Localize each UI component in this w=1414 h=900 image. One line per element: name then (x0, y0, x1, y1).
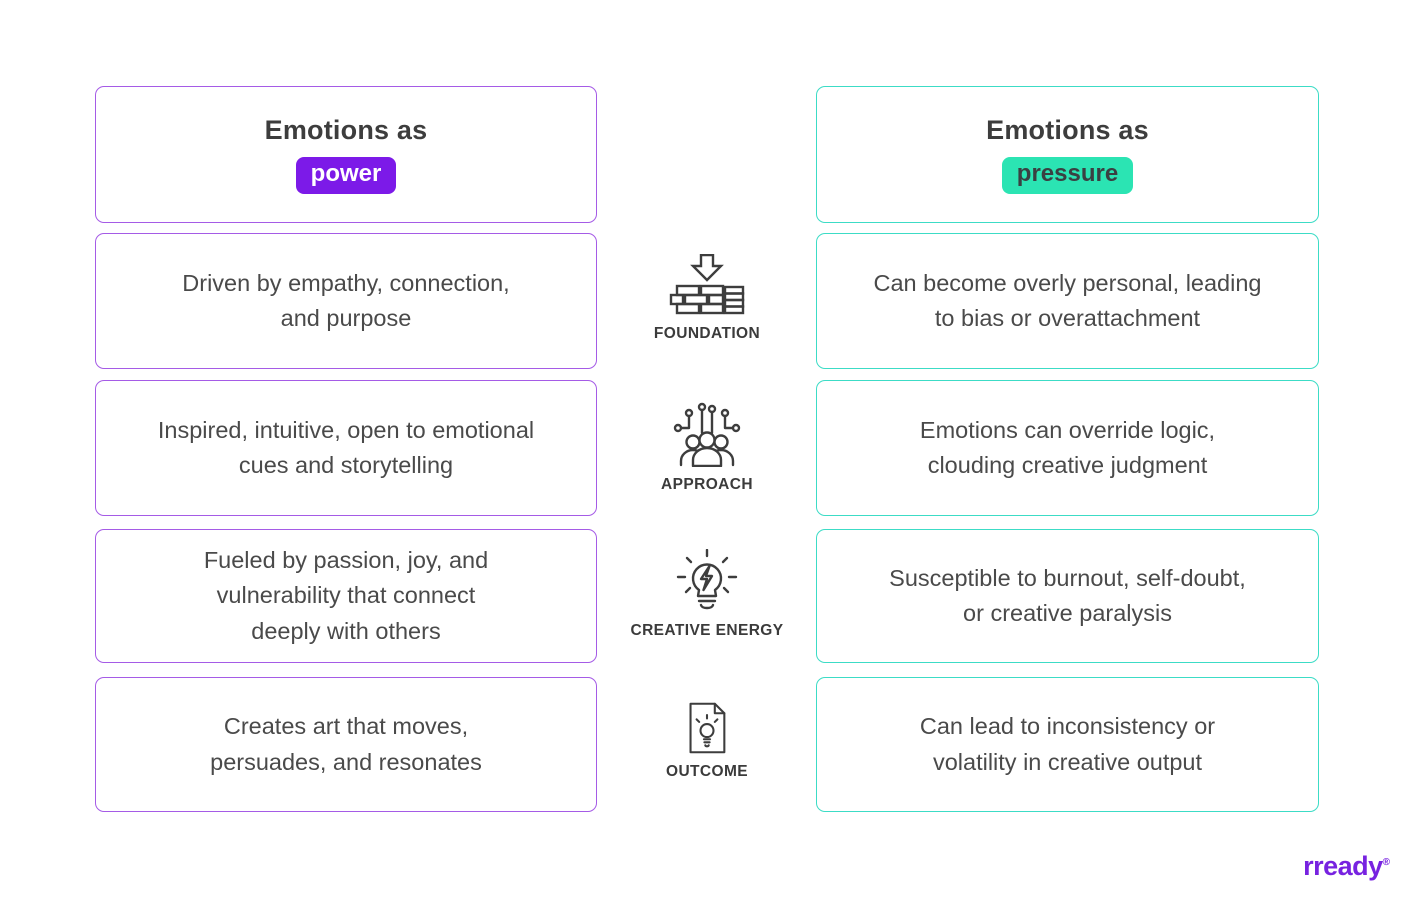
arrow-into-brick-wall-icon (667, 254, 747, 316)
pressure-badge: pressure (1001, 157, 1134, 194)
right-outcome-card: Can lead to inconsistency or volatility … (816, 677, 1319, 812)
foundation-label: FOUNDATION (653, 325, 761, 342)
lightbulb-bolt-icon (667, 549, 747, 613)
left-foundation-card: Driven by empathy, connection, and purpo… (95, 233, 597, 369)
right-approach-card: Emotions can override logic, clouding cr… (816, 380, 1319, 516)
right-header-title: Emotions as (986, 115, 1149, 146)
left-foundation-text: Driven by empathy, connection, and purpo… (182, 269, 510, 331)
registered-trademark-mark: ® (1382, 857, 1390, 868)
left-creative-energy-text: Fueled by passion, joy, and vulnerabilit… (203, 547, 489, 644)
left-header-title: Emotions as (264, 115, 428, 146)
right-outcome-text: Can lead to inconsistency or volatility … (919, 713, 1216, 775)
approach-label: APPROACH (661, 476, 753, 493)
right-approach-text: Emotions can override logic, clouding cr… (919, 416, 1216, 478)
right-foundation-card: Can become overly personal, leading to b… (816, 233, 1319, 369)
left-outcome-text: Creates art that moves, persuades, and r… (210, 713, 482, 775)
center-row-creative-energy: CREATIVE ENERGY (607, 549, 807, 640)
rready-logo: rready® (1303, 851, 1390, 882)
center-row-outcome: OUTCOME (607, 702, 807, 781)
rready-logo-text: rready (1303, 851, 1383, 881)
right-foundation-text: Can become overly personal, leading to b… (873, 269, 1262, 331)
power-badge: power (295, 157, 397, 194)
left-creative-energy-card: Fueled by passion, joy, and vulnerabilit… (95, 529, 597, 663)
left-header-card: Emotions as power (95, 86, 597, 223)
outcome-label: OUTCOME (665, 763, 749, 780)
right-creative-energy-text: Susceptible to burnout, self-doubt, or c… (889, 564, 1246, 626)
center-row-approach: APPROACH (607, 401, 807, 494)
people-network-icon (667, 401, 747, 467)
creative-energy-label: CREATIVE ENERGY (630, 622, 784, 639)
left-approach-card: Inspired, intuitive, open to emotional c… (95, 380, 597, 516)
left-approach-text: Inspired, intuitive, open to emotional c… (157, 416, 535, 478)
center-row-foundation: FOUNDATION (607, 254, 807, 343)
right-creative-energy-card: Susceptible to burnout, self-doubt, or c… (816, 529, 1319, 663)
left-outcome-card: Creates art that moves, persuades, and r… (95, 677, 597, 812)
right-header-card: Emotions as pressure (816, 86, 1319, 223)
document-idea-icon (681, 702, 733, 754)
